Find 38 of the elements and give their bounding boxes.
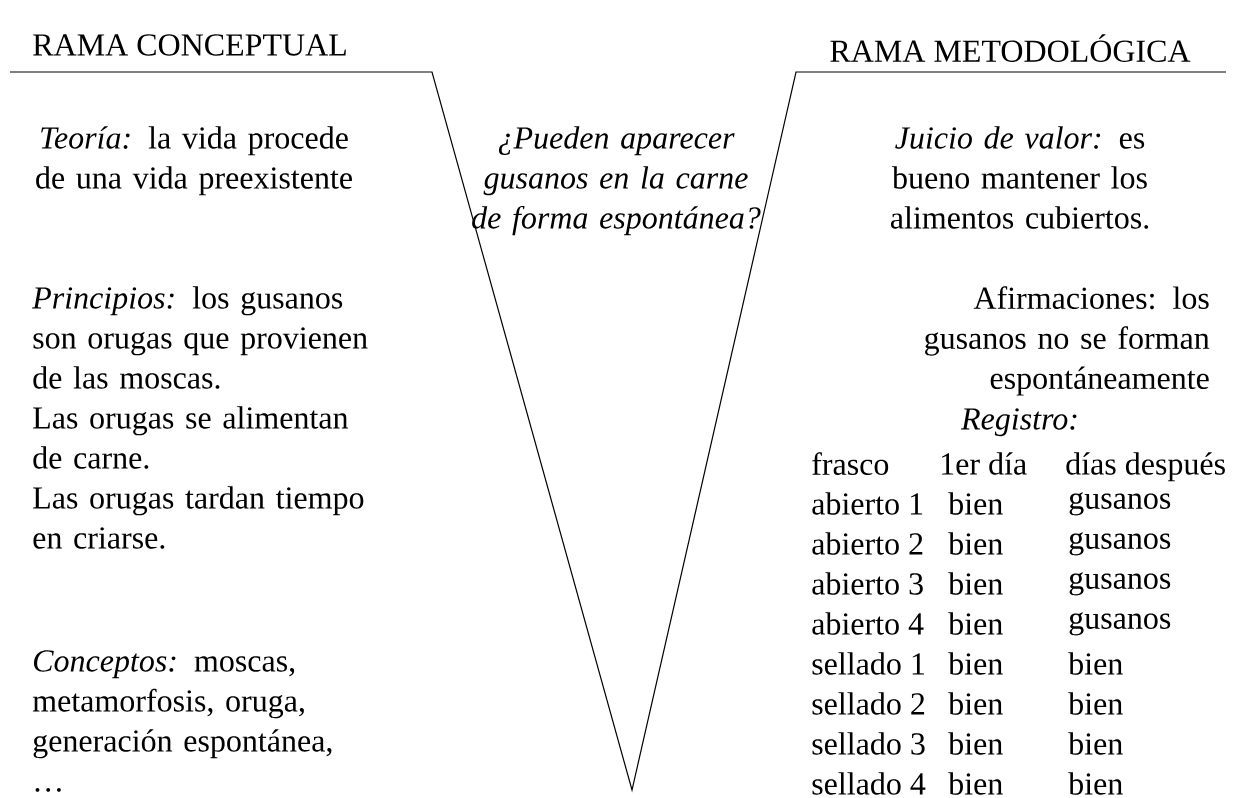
table-cell: bien [1068, 652, 1123, 675]
heading: RAMA METODOLÓGICA [830, 34, 1191, 62]
table-cell: bien [1068, 772, 1123, 795]
table-cell: gusanos [1069, 532, 1171, 556]
table-cell: bien [948, 572, 1003, 595]
table-cell: bien [948, 612, 1003, 635]
table-cell: sellado 2 [812, 692, 925, 715]
table-cell: abierto 1 [812, 492, 923, 515]
table-cell: bien [948, 772, 1003, 795]
theory-text: Teoría: la vida procede de una vida preexistente [36, 126, 352, 196]
table-cell: gusanos [1069, 572, 1171, 596]
table-cell: frasco [812, 452, 889, 476]
table-cell: bien [948, 532, 1003, 555]
value-judgement-text: Juicio de valor: es bueno mantener los alimentos cubiertos. [890, 126, 1149, 229]
table-cell: sellado 4 [812, 772, 926, 795]
table-cell: abierto 2 [812, 532, 923, 555]
table-cell: días después [1066, 452, 1225, 482]
table-cell: bien [948, 652, 1003, 675]
table-cell: bien [948, 692, 1003, 715]
table-cell: sellado 3 [812, 732, 925, 755]
principles-text: Las orugas tardan tiempo en criarse. [33, 486, 364, 549]
heading: RAMA CONCEPTUAL [33, 34, 346, 56]
table-cell: bien [948, 732, 1003, 755]
principles-text: Las orugas se alimentan de carne. [33, 406, 349, 469]
table-cell: bien [948, 492, 1003, 515]
claims-text: Afirmaciones: los gusanos no se forman espontáneamente [925, 286, 1210, 396]
question-text: ¿Pueden aparecer gusanos en la carne de forma espontánea? [472, 126, 761, 236]
table-cell: gusanos [1069, 612, 1171, 636]
table-cell: sellado 1 [812, 652, 924, 675]
table-title: Registro: [960, 408, 1077, 437]
table-cell: 1er día [942, 452, 1027, 475]
table-cell: gusanos [1069, 492, 1171, 516]
table-cell: abierto 3 [812, 572, 923, 595]
table-cell: bien [1068, 692, 1123, 715]
table-cell: abierto 4 [812, 612, 924, 635]
principles-text: Principios: los gusanos son orugas que provienen de las moscas. [32, 286, 368, 389]
concepts-text: Conceptos: moscas, metamorfosis, oruga, generación espontánea, … [32, 650, 332, 792]
table-cell: bien [1068, 732, 1123, 755]
